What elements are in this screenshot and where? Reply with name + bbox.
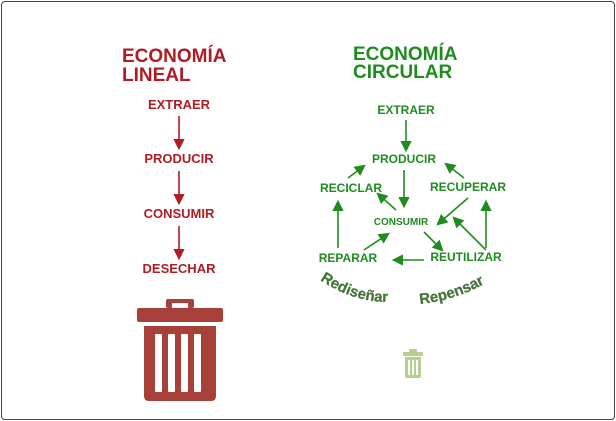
linear-step-desechar: DESECHAR xyxy=(143,261,217,276)
circular-economy-section: ECONOMÍA CIRCULAR EXTRAER PRODUCIR RECIC… xyxy=(318,43,506,378)
circular-title-line1: ECONOMÍA xyxy=(353,43,458,65)
arrow-reparar-consumir xyxy=(363,232,390,251)
linear-step-producir: PRODUCIR xyxy=(144,151,214,166)
circular-title-line2: CIRCULAR xyxy=(353,62,452,83)
linear-step-consumir: CONSUMIR xyxy=(144,206,215,221)
arrow-recuperar-consumir xyxy=(436,197,469,226)
circular-node-recuperar: RECUPERAR xyxy=(430,180,506,194)
arrow-consumir-reutilizar-2 xyxy=(423,231,444,252)
circular-node-reparar: REPARAR xyxy=(319,251,378,265)
circular-node-reutilizar: REUTILIZAR xyxy=(430,250,502,264)
trash-can-icon xyxy=(403,349,423,378)
trash-can-icon xyxy=(137,299,223,401)
arc-word-repensar: Repensar xyxy=(418,272,486,308)
arrow-reciclar-consumir xyxy=(376,192,397,211)
circular-arrows xyxy=(332,120,492,266)
circular-node-consumir: CONSUMIR xyxy=(374,217,429,228)
linear-step-extraer: EXTRAER xyxy=(148,97,211,112)
circular-node-reciclar: RECICLAR xyxy=(320,181,382,195)
arrow-reciclar-producir xyxy=(347,164,366,179)
arc-word-redisenar: Rediseñar xyxy=(318,269,388,306)
arrow-consumir-reutilizar xyxy=(452,216,487,251)
linear-economy-section: ECONOMÍA LINEAL EXTRAER PRODUCIR CONSUMI… xyxy=(122,45,227,401)
linear-title-line2: LINEAL xyxy=(122,65,191,86)
circular-node-extraer: EXTRAER xyxy=(377,103,435,117)
circular-node-producir: PRODUCIR xyxy=(372,152,436,166)
arrow-recuperar-producir xyxy=(444,162,465,179)
linear-title-line1: ECONOMÍA xyxy=(122,45,227,67)
